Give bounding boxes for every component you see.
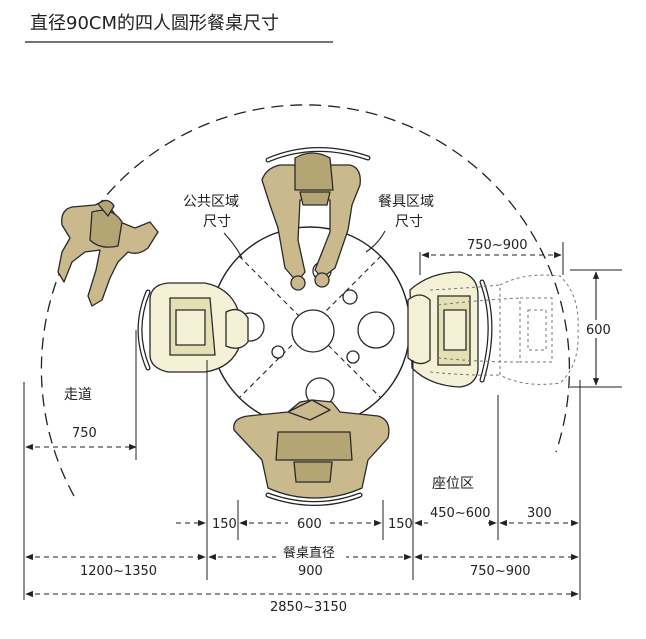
dim-left-total: 1200~1350 bbox=[80, 564, 157, 579]
right-plate bbox=[357, 311, 395, 349]
dim-overall: 2850~3150 bbox=[270, 600, 347, 615]
public-area-label-2: 尺寸 bbox=[203, 214, 231, 230]
dim-margin-left: 150 bbox=[212, 517, 237, 532]
public-area-label: 公共区域 bbox=[183, 194, 239, 210]
dim-margin-right: 150 bbox=[388, 517, 413, 532]
right-cup-bottom bbox=[346, 350, 360, 364]
left-cup bbox=[271, 345, 285, 359]
dim-seat-depth: 450~600 bbox=[430, 506, 491, 521]
dim-seat-width: 600 bbox=[297, 517, 322, 532]
walkway-label: 走道 bbox=[64, 387, 92, 403]
tableware-area-label-2: 尺寸 bbox=[395, 214, 423, 230]
walking-figure bbox=[57, 199, 159, 307]
dim-chair-width-side: 600 bbox=[586, 323, 611, 338]
public-area-leader bbox=[223, 232, 243, 259]
tableware-area-leader bbox=[365, 230, 386, 253]
dim-table: 900 bbox=[298, 564, 323, 579]
left-diner bbox=[137, 282, 249, 373]
center-plate bbox=[291, 309, 335, 353]
right-diner bbox=[407, 271, 579, 388]
table-diameter-label: 餐桌直径 bbox=[283, 545, 335, 561]
dim-right-label-bg bbox=[584, 320, 610, 338]
dim-right-total: 750~900 bbox=[470, 564, 531, 579]
circulation-circle bbox=[40, 104, 571, 497]
top-diner bbox=[261, 146, 371, 291]
right-cup-top bbox=[342, 289, 358, 305]
dim-chair-depth-top: 750~900 bbox=[467, 238, 528, 253]
dim-pull-out: 300 bbox=[527, 506, 552, 521]
diagram-title: 直径90CM的四人圆形餐桌尺寸 bbox=[30, 13, 279, 34]
dim-table-label-bg bbox=[276, 545, 346, 561]
tableware-area-label: 餐具区域 bbox=[378, 194, 434, 210]
dim-walkway: 750 bbox=[72, 426, 97, 441]
bottom-diner bbox=[233, 399, 390, 506]
seat-area-label: 座位区 bbox=[432, 476, 474, 492]
